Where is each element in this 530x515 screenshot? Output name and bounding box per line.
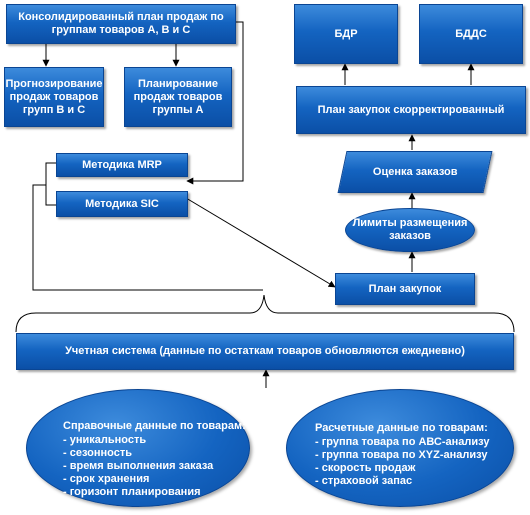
bdds-box: БДДС [419, 4, 523, 64]
line-accounting-to-methods [32, 184, 263, 291]
list-item: - группа товара по АВС-анализу [315, 436, 490, 448]
order-evaluation-label: Оценка заказов [372, 165, 458, 178]
list-item: - сезонность [63, 447, 132, 459]
list-item: - группа товара по XYZ-анализу [315, 449, 488, 461]
accounting-system-label: Учетная система (данные по остаткам това… [65, 345, 465, 357]
bdds-label: БДДС [455, 27, 487, 40]
reference-data-ellipse: Справочные данные по товарам: - уникальн… [26, 389, 250, 507]
purchase-plan-corrected-label: План закупок скорректированный [317, 103, 505, 116]
planning-a-label: Планирование продаж товаров группы А [133, 77, 223, 116]
consolidated-plan-box: Консолидированный план продаж по группам… [6, 4, 236, 44]
brace-accounting [15, 294, 515, 333]
consolidated-plan-label: Консолидированный план продаж по группам… [18, 11, 224, 36]
bracket-methods [45, 162, 56, 206]
sic-method-box: Методика SIC [56, 191, 188, 217]
bdr-box: БДР [294, 4, 398, 64]
sic-method-label: Методика SIC [85, 197, 159, 210]
purchase-plan-label: План закупок [368, 282, 442, 295]
purchase-plan-corrected-box: План закупок скорректированный [296, 86, 526, 134]
list-item: - уникальность [63, 434, 147, 446]
order-limits-label: Лимиты размещения заказов [352, 217, 468, 242]
list-item: - страховой запас [315, 475, 413, 487]
list-item: - горизонт планирования [63, 486, 201, 498]
reference-data-list: - уникальность - сезонность - время выпо… [63, 434, 246, 499]
calculated-data-ellipse: Расчетные данные по товарам: - группа то… [286, 389, 514, 507]
mrp-method-box: Методика MRP [56, 153, 188, 177]
calculated-data-list: - группа товара по АВС-анализу - группа … [315, 436, 489, 488]
calculated-data-title: Расчетные данные по товарам: [315, 422, 488, 434]
mrp-method-label: Методика MRP [82, 158, 162, 171]
forecast-bc-label: Прогнозирование продаж товаров групп В и… [5, 77, 103, 116]
forecast-bc-box: Прогнозирование продаж товаров групп В и… [4, 67, 104, 127]
bdr-label: БДР [334, 27, 358, 40]
line-consolidated-to-methods [186, 21, 244, 185]
order-limits-ellipse: Лимиты размещения заказов [345, 208, 475, 252]
order-evaluation-box: Оценка заказов [337, 151, 493, 193]
accounting-system-box: Учетная система (данные по остаткам това… [16, 333, 514, 370]
reference-data-title: Справочные данные по товарам: [63, 420, 246, 432]
planning-a-box: Планирование продаж товаров группы А [124, 67, 232, 127]
list-item: - время выполнения заказа [63, 460, 214, 472]
purchase-plan-box: План закупок [335, 273, 475, 305]
arrow-methods-to-purchase-plan [180, 194, 336, 288]
list-item: - скорость продаж [315, 462, 416, 474]
list-item: - срок хранения [63, 473, 150, 485]
